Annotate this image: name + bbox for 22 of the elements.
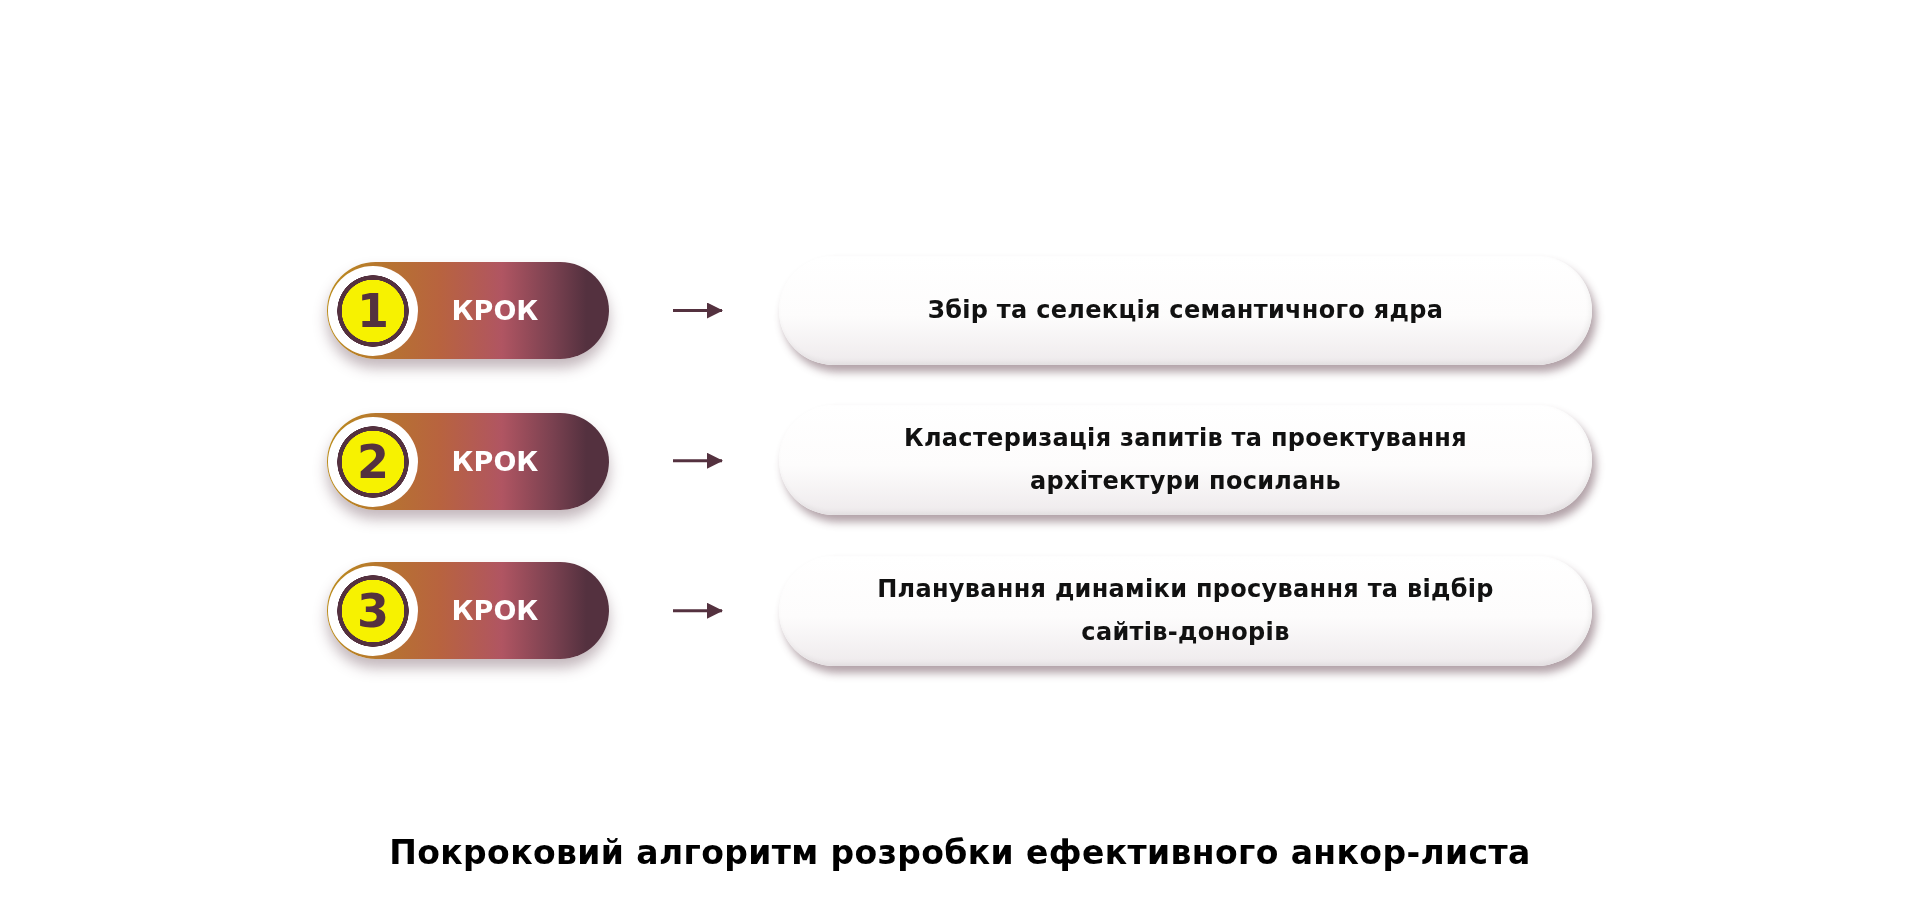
- step-number: 3: [357, 587, 389, 634]
- step-pill: [327, 413, 609, 510]
- description-card: [779, 556, 1592, 666]
- step-number: 1: [357, 287, 389, 334]
- step-description: Планування динаміки просування та відбір сайтів-донорів: [876, 574, 1495, 648]
- caption: Покроковий алгоритм розробки ефективного анкор-листа: [389, 833, 1531, 872]
- description-card: [779, 256, 1592, 365]
- step-description: Кластеризація запитів та проектування архітектури посилань: [903, 423, 1468, 497]
- step-label: КРОК: [451, 595, 539, 626]
- number-circle: [328, 265, 418, 356]
- step-label: КРОК: [451, 295, 539, 326]
- step-label: КРОК: [451, 446, 539, 477]
- step-description: Збір та селекція семантичного ядра: [927, 295, 1444, 326]
- description-card: [779, 405, 1592, 515]
- number-circle: [328, 565, 418, 656]
- arrow: [673, 302, 723, 319]
- step-number: 2: [357, 438, 389, 485]
- step-pill: [327, 562, 609, 659]
- arrow: [673, 452, 723, 469]
- arrow: [673, 602, 723, 619]
- number-circle: [328, 416, 418, 507]
- step-pill: [327, 262, 609, 359]
